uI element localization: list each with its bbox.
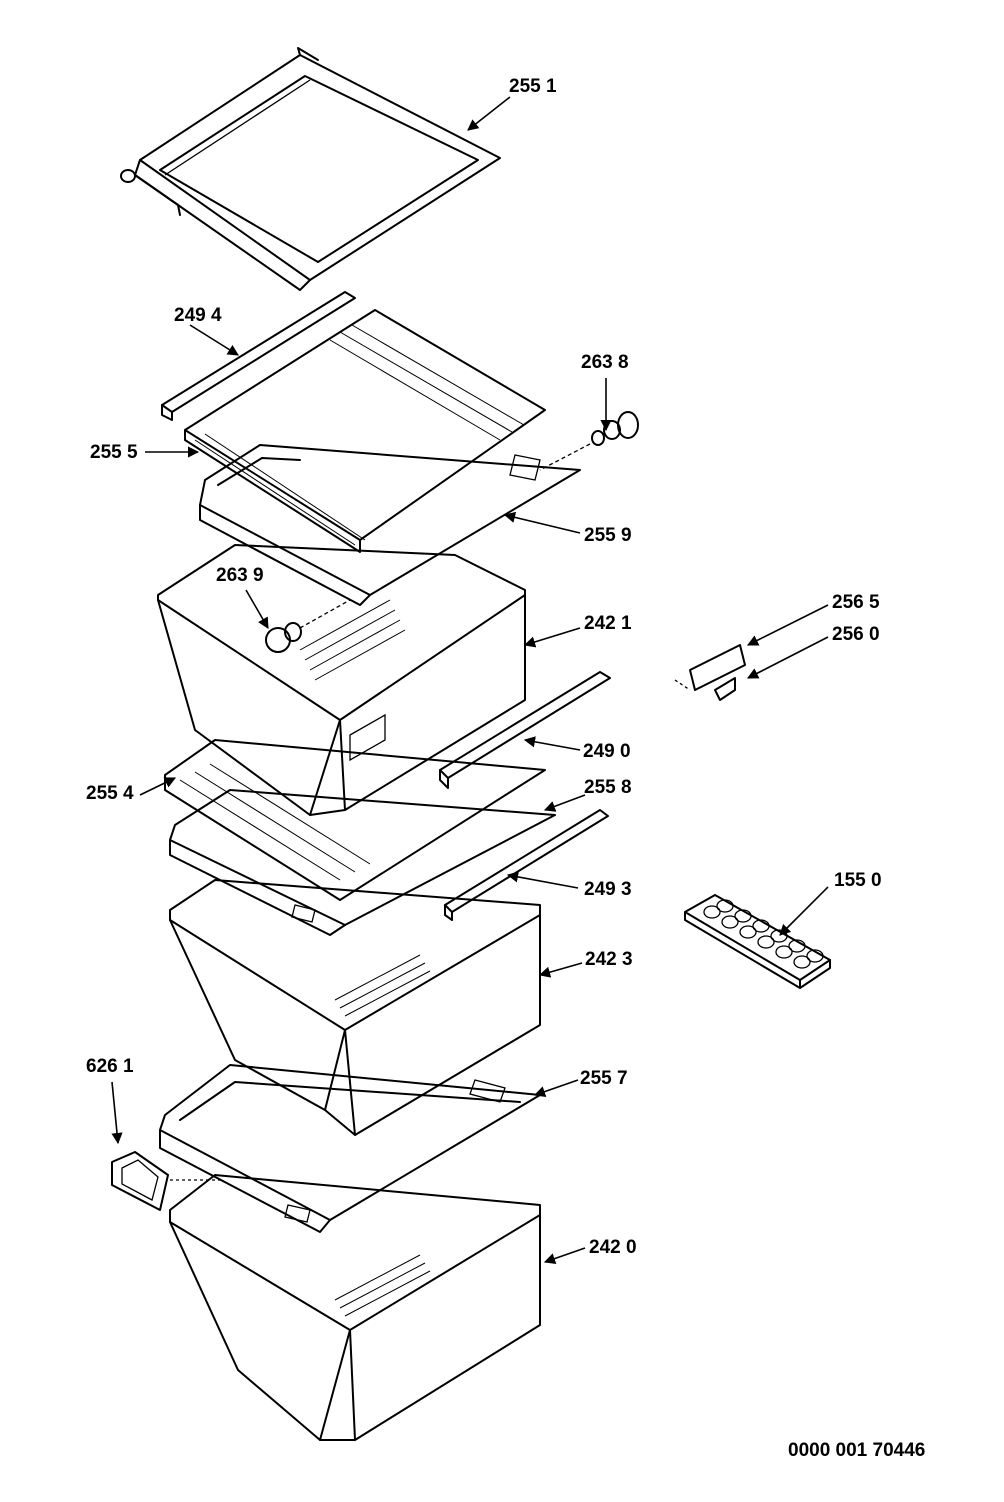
callout-2557: 255 7 [580, 1068, 628, 1089]
callout-2420: 242 0 [589, 1237, 637, 1258]
callout-2638: 263 8 [581, 352, 629, 373]
callout-6261: 626 1 [86, 1056, 134, 1077]
callout-2639: 263 9 [216, 565, 264, 586]
document-number: 0000 001 70446 [788, 1440, 926, 1461]
callout-2490: 249 0 [583, 741, 631, 762]
drawer-2423 [169, 879, 541, 1136]
drawer-2421 [157, 544, 526, 816]
callout-2555: 255 5 [90, 442, 138, 463]
callout-2423: 242 3 [585, 949, 633, 970]
callout-1550: 155 0 [834, 870, 882, 891]
glass-shelf-2554 [164, 739, 546, 901]
drawer-2420 [169, 1174, 541, 1441]
callout-2560: 256 0 [832, 624, 880, 645]
callout-2558: 255 8 [584, 777, 632, 798]
knob-2639 [265, 599, 351, 653]
trim-strip-2494 [161, 291, 356, 421]
top-shelf-2551 [120, 47, 501, 291]
label-card-6261 [111, 1151, 220, 1211]
shelf-frame-2557 [159, 1064, 541, 1233]
callout-2559: 255 9 [584, 525, 632, 546]
egg-tray-1550 [684, 894, 831, 989]
callout-2493: 249 3 [584, 879, 632, 900]
bracket-2565-2560 [674, 644, 746, 701]
callout-2554: 255 4 [86, 783, 134, 804]
glass-shelf-2555 [184, 309, 546, 553]
callout-2494: 249 4 [174, 305, 222, 326]
callout-2421: 242 1 [584, 613, 632, 634]
callout-2551: 255 1 [509, 76, 557, 97]
shelf-frame-2558 [169, 789, 556, 936]
trim-strip-2490 [439, 671, 611, 789]
callout-2565: 256 5 [832, 592, 880, 613]
trim-strip-2493 [444, 809, 609, 921]
knob-2638 [539, 411, 639, 471]
leader-lines [111, 96, 829, 1264]
shelf-frame-2559 [199, 444, 581, 606]
